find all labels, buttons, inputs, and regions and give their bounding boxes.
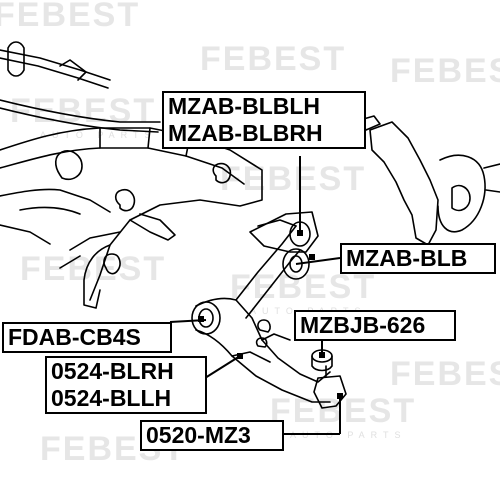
subframe-outline bbox=[0, 127, 263, 309]
watermark-logo: FEBEST bbox=[200, 40, 347, 78]
watermark-logo: FEBEST bbox=[390, 52, 500, 90]
label-upper-bushing: MZAB-BLBLH MZAB-BLBRH bbox=[162, 91, 366, 149]
label-ball-joint-boot: MZBJB-626 bbox=[294, 310, 456, 341]
pointer-dot bbox=[309, 254, 315, 260]
watermark-logo: FEBEST bbox=[390, 355, 500, 393]
label-upper-bushing-lh: MZAB-BLBLH bbox=[168, 93, 321, 119]
label-control-arm-lh: 0524-BLLH bbox=[51, 385, 172, 411]
pointer-dot bbox=[319, 352, 325, 358]
watermark-logo: FEBEST bbox=[230, 268, 377, 306]
pointer-dot bbox=[237, 353, 243, 359]
label-upper-bushing-rh: MZAB-BLBRH bbox=[168, 120, 323, 146]
watermark-tagline: AUTO PARTS bbox=[40, 130, 157, 140]
watermark-tagline: AUTO PARTS bbox=[290, 430, 407, 440]
leader-line-rear-bushing bbox=[295, 257, 341, 265]
label-front-bushing: FDAB-CB4S bbox=[2, 322, 172, 353]
pointer-dot bbox=[297, 230, 303, 236]
steering-knuckle-outline bbox=[359, 115, 500, 246]
leader-line-control-arm bbox=[204, 355, 241, 379]
watermark-logo: FEBEST bbox=[0, 0, 141, 34]
label-rear-bushing: MZAB-BLB bbox=[340, 243, 496, 274]
pointer-dot bbox=[337, 393, 343, 399]
watermark-logo: FEBEST bbox=[20, 250, 167, 288]
watermark-logo: FEBEST bbox=[220, 160, 367, 198]
watermark-logo: FEBEST bbox=[10, 92, 157, 130]
steering-rack-outline bbox=[0, 41, 161, 133]
pointer-dot bbox=[198, 316, 204, 322]
upper-bushing-outline bbox=[249, 211, 319, 253]
label-control-arm: 0524-BLRH 0524-BLLH bbox=[45, 356, 207, 414]
front-bushing-outline bbox=[191, 301, 221, 335]
label-ball-joint: 0520-MZ3 bbox=[140, 420, 284, 451]
label-control-arm-rh: 0524-BLRH bbox=[51, 358, 174, 384]
